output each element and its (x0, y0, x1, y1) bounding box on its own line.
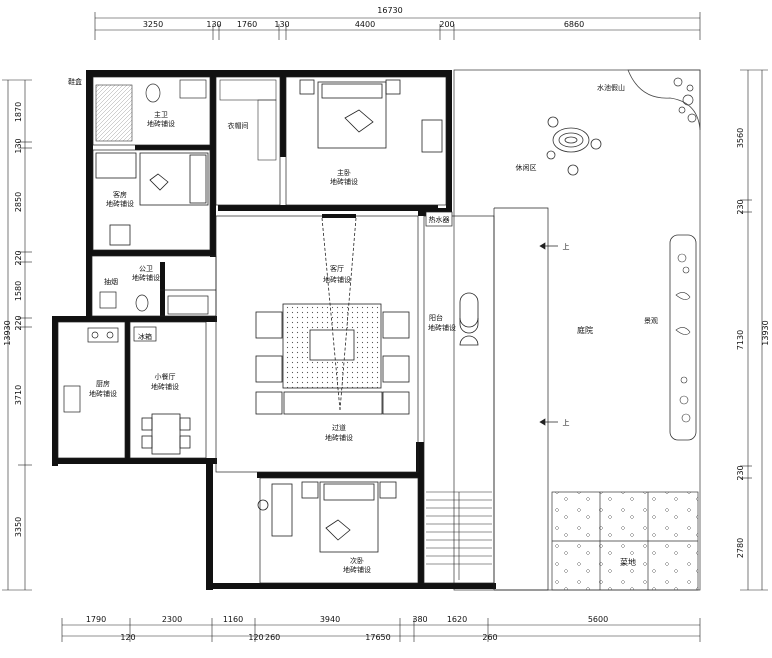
dining-table-icon (141, 413, 191, 455)
bottom-dim-4: 3940 (320, 615, 340, 624)
kitchen-sink-icon (63, 385, 81, 413)
stairs (426, 491, 492, 580)
top-total-dim: 16730 (377, 6, 402, 15)
bottom-dimension-lines (61, 618, 701, 642)
left-dimension-lines (2, 79, 32, 591)
label-balcony-sub: 地砖铺设 (428, 323, 456, 332)
balcony-chairs (459, 292, 479, 346)
right-dim-1: 3560 (736, 128, 745, 148)
label-guest-room-sub: 地砖铺设 (106, 199, 134, 208)
landscape-planter (669, 234, 697, 441)
fridge-icon (133, 326, 157, 342)
right-dim-3: 7130 (736, 330, 745, 350)
public-bath-fixtures (99, 291, 209, 315)
left-dim-6: 220 (14, 315, 23, 330)
bottom-dim-3: 1160 (223, 615, 243, 624)
label-leisure: 休闲区 (516, 163, 537, 172)
label-vegetable: 菜地 (620, 557, 636, 567)
top-dim-6: 200 (439, 20, 454, 29)
right-dimension-lines (740, 69, 768, 591)
label-public-bath: 公卫 (139, 265, 153, 273)
interior-lines (57, 76, 549, 591)
left-dim-4: 220 (14, 250, 23, 265)
label-kitchen: 厨房 (96, 379, 110, 388)
washbasin-icon (179, 79, 207, 99)
label-second-bedroom-sub: 地砖铺设 (343, 565, 371, 574)
label-fridge: 冰箱 (138, 332, 152, 341)
left-dim-2: 130 (14, 138, 23, 153)
right-dim-5: 2780 (736, 538, 745, 558)
bottom-dim-1: 1790 (86, 615, 106, 624)
bottom-sub-dim-4: 260 (482, 633, 497, 642)
label-up-1: 上 (563, 242, 570, 251)
top-dim-3: 1760 (237, 20, 257, 29)
bottom-dim-7: 5600 (588, 615, 608, 624)
label-landscape: 景观 (644, 317, 658, 325)
left-dim-8: 3350 (14, 517, 23, 537)
bottom-dim-2: 2300 (162, 615, 182, 624)
label-master-bedroom: 主卧 (337, 168, 351, 177)
bottom-dim-6: 1620 (447, 615, 467, 624)
bottom-sub-dim-1: 120 (120, 633, 135, 642)
shower-tray-icon (95, 84, 133, 142)
second-bed-icon (257, 481, 397, 553)
toilet-icon (145, 83, 161, 103)
label-master-bath-sub: 地砖铺设 (147, 119, 175, 128)
bottom-sub-dim-2: 120 (248, 633, 263, 642)
label-kitchen-sub: 地砖铺设 (89, 389, 117, 398)
tv-cabinet (322, 214, 356, 218)
top-dim-4: 130 (274, 20, 289, 29)
closet-rack (257, 99, 277, 161)
label-closet: 衣帽间 (228, 121, 249, 130)
top-dim-1: 3250 (143, 20, 163, 29)
guest-bed-icon (95, 152, 209, 246)
label-guest-room: 客房 (113, 190, 127, 199)
left-dim-5: 1580 (14, 281, 23, 301)
right-total-dim: 13930 (761, 320, 770, 345)
label-public-bath-sub: 地砖铺设 (132, 273, 160, 282)
leisure-table-icon (546, 116, 602, 176)
vegetable-plots (551, 491, 699, 591)
label-second-bedroom: 次卧 (350, 556, 364, 565)
label-living: 客厅 (330, 264, 344, 273)
kitchen-stove-icon (87, 327, 119, 343)
bottom-total-dim: 17650 (365, 633, 390, 642)
left-total-dim: 13930 (3, 320, 12, 345)
label-master-bedroom-sub: 地砖铺设 (330, 177, 358, 186)
water-heater-box (425, 211, 453, 227)
bottom-dim-5: 380 (412, 615, 427, 624)
label-corridor: 过道 (332, 423, 346, 432)
label-water-heater: 热水器 (429, 215, 450, 224)
label-garden: 庭院 (577, 325, 593, 335)
landscape-rock-icon (675, 253, 691, 423)
top-dim-2: 130 (206, 20, 221, 29)
left-dim-3: 2850 (14, 192, 23, 212)
up-arrows (539, 242, 558, 426)
label-balcony: 阳台 (429, 313, 443, 322)
label-master-bath: 主卫 (154, 110, 168, 119)
garden-area (453, 69, 701, 591)
top-dim-5: 4400 (355, 20, 375, 29)
label-small-dining: 小餐厅 (155, 372, 176, 381)
walls (52, 70, 496, 590)
closet-shelf (219, 79, 277, 101)
left-dim-7: 3710 (14, 385, 23, 405)
label-living-sub: 地砖铺设 (323, 275, 351, 284)
left-dim-1: 1870 (14, 102, 23, 122)
label-range-hood: 抽烟 (104, 277, 118, 286)
label-pond: 水池假山 (597, 83, 625, 92)
label-corridor-sub: 地砖铺设 (325, 433, 353, 442)
label-shoe-cabinet: 鞋盒 (68, 77, 82, 86)
pond-rockery-icon (673, 77, 697, 123)
master-bed-icon (299, 79, 443, 153)
right-dim-4: 230 (736, 465, 745, 480)
label-small-dining-sub: 地砖铺设 (151, 382, 179, 391)
living-room-furniture (255, 217, 410, 415)
top-dimension-lines (94, 12, 701, 40)
right-dim-2: 230 (736, 199, 745, 214)
bottom-sub-dim-3: 260 (265, 633, 280, 642)
label-up-2: 上 (563, 418, 570, 427)
top-dim-7: 6860 (564, 20, 584, 29)
